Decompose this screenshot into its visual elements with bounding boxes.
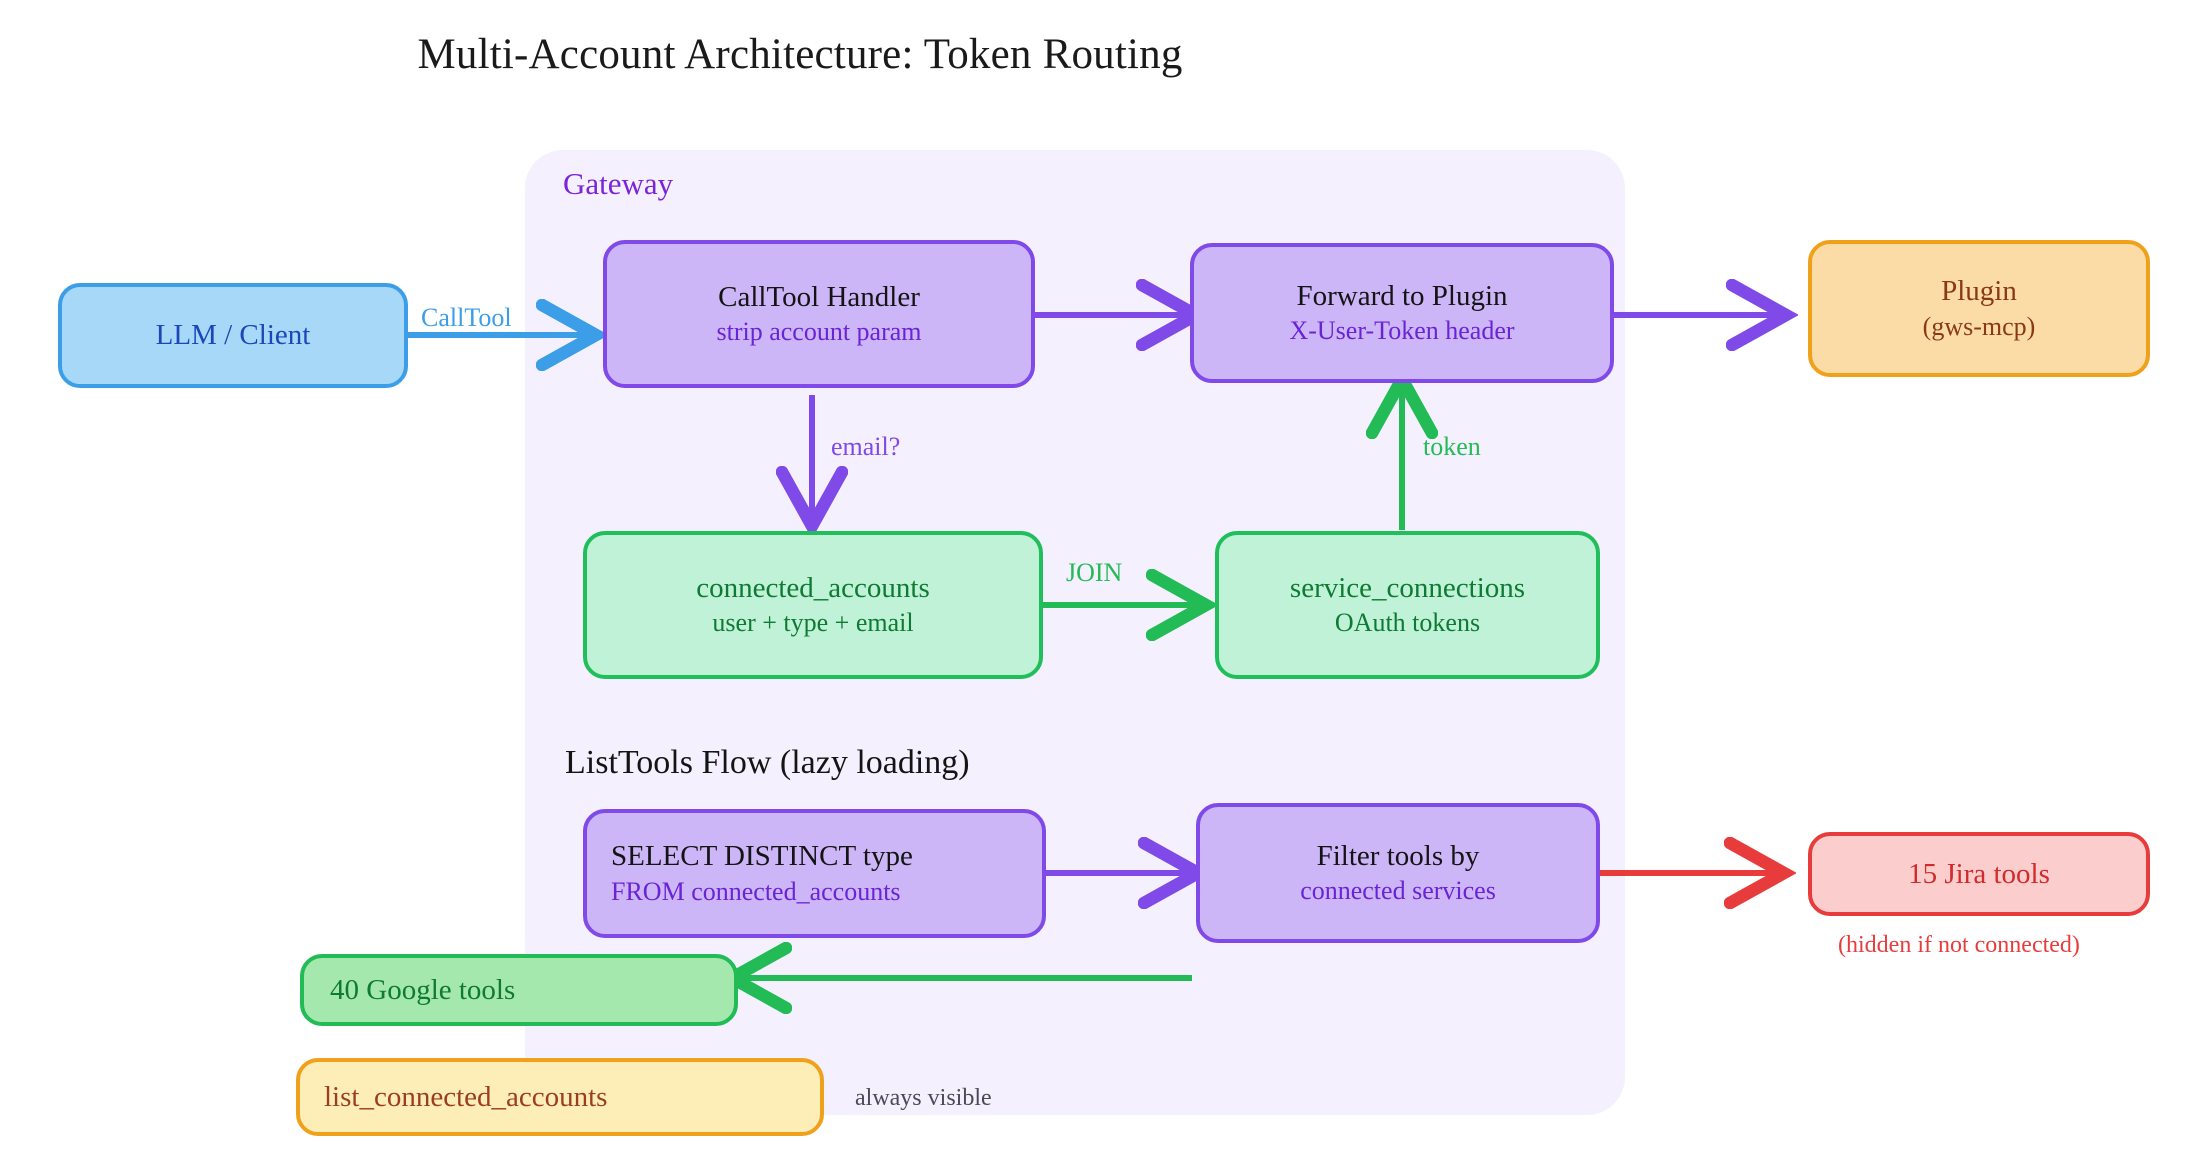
node-plugin[interactable]: Plugin (gws-mcp) [1808, 240, 2150, 377]
node-jira-tools-title: 15 Jira tools [1908, 857, 2050, 890]
node-list-connected-accounts[interactable]: list_connected_accounts [296, 1058, 824, 1136]
edge-label-join: JOIN [1066, 558, 1123, 587]
node-connected-accounts-subtitle: user + type + email [712, 608, 914, 638]
node-google-tools[interactable]: 40 Google tools [300, 954, 738, 1026]
node-forward-to-plugin[interactable]: Forward to Plugin X-User-Token header [1190, 243, 1614, 383]
node-select-distinct-title: SELECT DISTINCT type [611, 840, 913, 873]
node-google-tools-title: 40 Google tools [330, 973, 516, 1006]
edge-label-calltool: CallTool [421, 303, 512, 332]
node-forward-to-plugin-title: Forward to Plugin [1296, 279, 1508, 312]
node-filter-tools-subtitle: connected services [1300, 876, 1496, 906]
node-llm-client[interactable]: LLM / Client [58, 283, 408, 388]
node-jira-tools[interactable]: 15 Jira tools [1808, 832, 2150, 916]
node-connected-accounts[interactable]: connected_accounts user + type + email [583, 531, 1043, 679]
node-filter-tools-title: Filter tools by [1316, 839, 1480, 872]
node-list-connected-accounts-title: list_connected_accounts [324, 1080, 608, 1113]
jira-tools-caption: (hidden if not connected) [1838, 932, 2080, 958]
node-llm-client-title: LLM / Client [155, 319, 311, 352]
node-plugin-subtitle: (gws-mcp) [1922, 311, 2036, 341]
edge-label-token: token [1423, 432, 1481, 461]
node-select-distinct-subtitle: FROM connected_accounts [611, 876, 901, 906]
page-title: Multi-Account Architecture: Token Routin… [417, 31, 1183, 78]
node-service-connections-subtitle: OAuth tokens [1334, 608, 1481, 638]
always-visible-caption: always visible [855, 1085, 992, 1111]
node-connected-accounts-title: connected_accounts [696, 571, 930, 604]
edge-label-email: email? [831, 432, 901, 461]
node-service-connections-title: service_connections [1289, 571, 1526, 604]
gateway-label: Gateway [563, 166, 674, 201]
node-calltool-handler[interactable]: CallTool Handler strip account param [603, 240, 1035, 388]
node-calltool-handler-subtitle: strip account param [716, 317, 922, 347]
node-calltool-handler-title: CallTool Handler [718, 280, 920, 313]
node-select-distinct[interactable]: SELECT DISTINCT type FROM connected_acco… [583, 809, 1046, 938]
node-forward-to-plugin-subtitle: X-User-Token header [1289, 316, 1515, 346]
listtools-flow-heading: ListTools Flow (lazy loading) [565, 744, 970, 781]
node-filter-tools[interactable]: Filter tools by connected services [1196, 803, 1600, 943]
node-service-connections[interactable]: service_connections OAuth tokens [1215, 531, 1600, 679]
node-plugin-title: Plugin [1941, 275, 2017, 308]
